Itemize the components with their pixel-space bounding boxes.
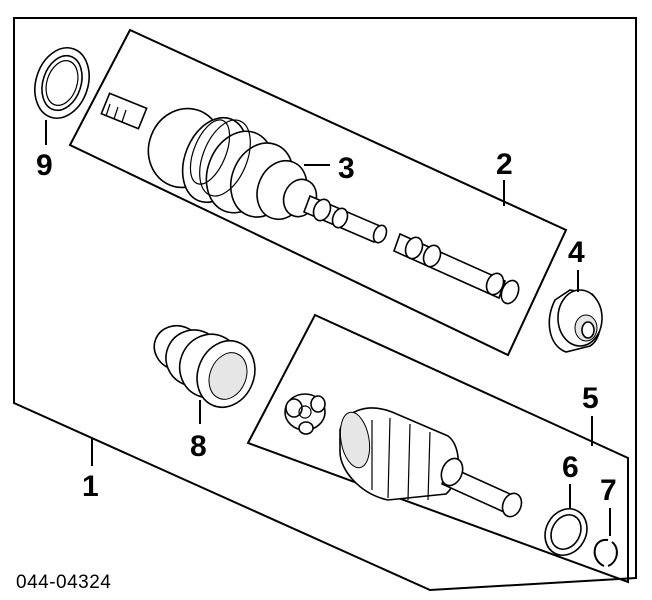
assembly-frame <box>13 17 637 592</box>
callout-1: 1 <box>82 470 99 503</box>
drawing-number: 044-04324 <box>16 572 111 593</box>
callout-6: 6 <box>562 451 579 484</box>
inner-shaft-assembly <box>100 92 520 305</box>
callout-7: 7 <box>600 474 617 507</box>
circlip-part-7 <box>593 538 618 567</box>
callout-5: 5 <box>582 382 599 415</box>
outer-joint-frame <box>246 313 629 584</box>
callout-3: 3 <box>338 152 355 185</box>
leader-lines <box>45 120 611 536</box>
outer-boot-part-8 <box>153 324 256 409</box>
callout-9: 9 <box>36 149 53 182</box>
seal-ring-part-9 <box>34 47 90 119</box>
damper-part-4 <box>548 289 603 353</box>
callout-2: 2 <box>496 148 513 181</box>
seal-ring-part-6 <box>544 508 588 556</box>
callout-4: 4 <box>568 236 585 269</box>
outer-joint-part-5 <box>284 393 523 518</box>
callout-8: 8 <box>190 430 207 463</box>
inner-shaft-frame <box>68 28 568 357</box>
